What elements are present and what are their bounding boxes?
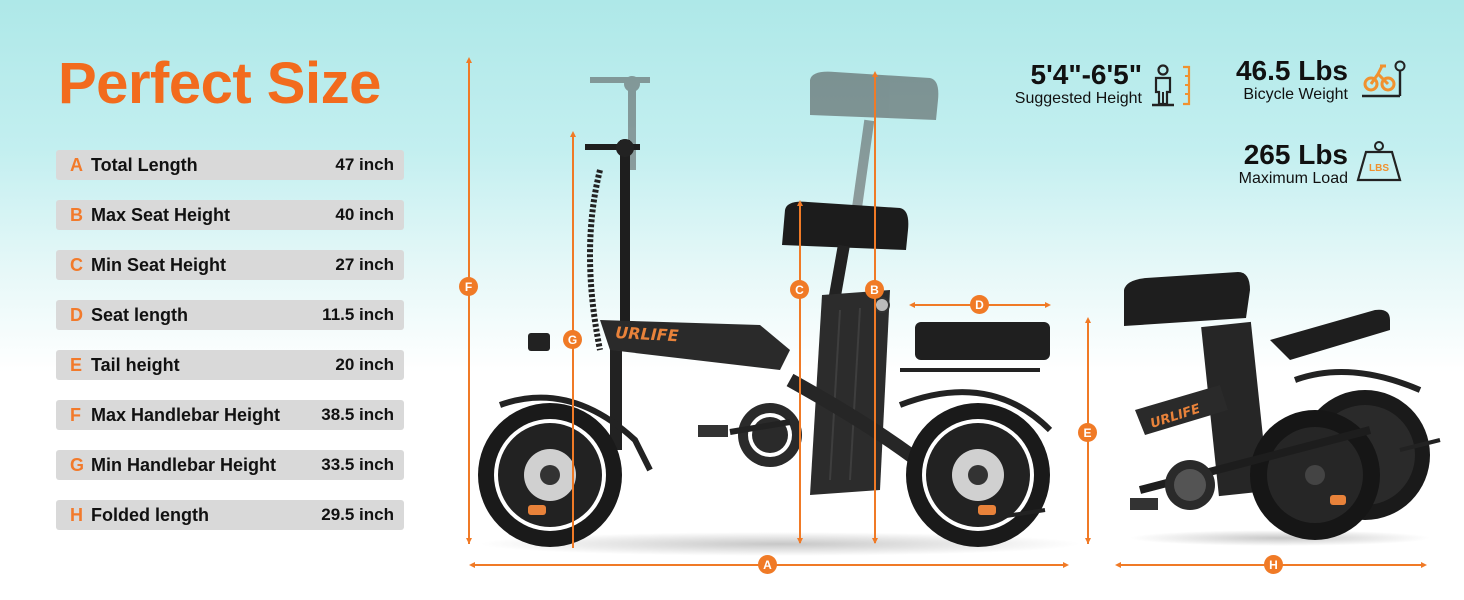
- arrow-right-icon: [1045, 302, 1051, 308]
- stat-caption: Bicycle Weight: [1243, 86, 1348, 103]
- spec-value: 47 inch: [335, 155, 394, 174]
- dimension-line-c: [799, 205, 801, 543]
- dimension-line-b: [874, 76, 876, 543]
- page-title: Perfect Size: [58, 51, 381, 116]
- raised-handlebar-ghost: [590, 76, 650, 170]
- arrow-left-icon: [469, 562, 475, 568]
- ebike-illustration: URLIFE: [478, 71, 1080, 556]
- arrow-down-icon: [797, 538, 803, 544]
- dimension-badge-d: D: [970, 295, 989, 314]
- stat-value: 5'4"-6'5": [1030, 59, 1142, 90]
- dimension-badge-g: G: [563, 330, 582, 349]
- spec-letter: G: [70, 454, 85, 475]
- dimension-badge-c: C: [790, 280, 809, 299]
- spec-label: Max Handlebar Height: [91, 404, 281, 425]
- spec-letter: B: [70, 204, 83, 225]
- spec-letter: C: [70, 254, 83, 275]
- dimension-badge-b: B: [865, 280, 884, 299]
- dimension-line-f: [468, 62, 470, 544]
- bike-scale-icon: [1362, 60, 1406, 98]
- arrow-right-icon: [1421, 562, 1427, 568]
- stat-caption: Suggested Height: [1014, 90, 1142, 107]
- brand-logo: URLIFE: [615, 323, 679, 345]
- dimension-badge-a: A: [758, 555, 777, 574]
- spec-label: Folded length: [91, 504, 209, 525]
- spec-letter: E: [70, 354, 83, 375]
- spec-row-min-handlebar-height: G Min Handlebar Height 33.5 inch: [56, 450, 404, 480]
- spec-label: Seat length: [91, 304, 189, 325]
- dimension-badge-h: H: [1264, 555, 1283, 574]
- spec-row-tail-height: E Tail height 20 inch: [56, 350, 404, 380]
- arrow-left-icon: [909, 302, 915, 308]
- arrow-down-icon: [1085, 538, 1091, 544]
- spec-label: Max Seat Height: [91, 204, 231, 225]
- person-height-icon: [1152, 64, 1191, 107]
- spec-label: Min Seat Height: [91, 254, 227, 275]
- stat-bicycle-weight: 46.5 Lbs Bicycle Weight: [1236, 56, 1348, 104]
- spec-label: Min Handlebar Height: [91, 454, 277, 475]
- spec-label: Total Length: [91, 154, 198, 175]
- spec-value: 20 inch: [335, 355, 394, 374]
- arrow-left-icon: [1115, 562, 1121, 568]
- spec-label: Tail height: [91, 354, 180, 375]
- dimension-badge-e: E: [1078, 423, 1097, 442]
- spec-letter: A: [70, 154, 83, 175]
- weight-icon-text: LBS: [1369, 163, 1389, 174]
- spec-list: A Total Length 47 inch B Max Seat Height…: [56, 150, 404, 550]
- arrow-up-icon: [797, 200, 803, 206]
- stat-value: 265 Lbs: [1243, 139, 1348, 170]
- arrow-down-icon: [466, 538, 472, 544]
- spec-value: 33.5 inch: [321, 455, 394, 474]
- arrow-up-icon: [466, 57, 472, 63]
- dimension-badge-f: F: [459, 277, 478, 296]
- stat-caption: Maximum Load: [1238, 170, 1348, 187]
- arrow-down-icon: [872, 538, 878, 544]
- spec-row-seat-length: D Seat length 11.5 inch: [56, 300, 404, 330]
- spec-value: 11.5 inch: [322, 305, 394, 324]
- arrow-up-icon: [570, 131, 576, 137]
- arrow-up-icon: [872, 71, 878, 77]
- spec-letter: H: [70, 504, 83, 525]
- spec-row-max-handlebar-height: F Max Handlebar Height 38.5 inch: [56, 400, 404, 430]
- arrow-right-icon: [1063, 562, 1069, 568]
- folded-ebike-illustration: URLIFE: [1124, 272, 1441, 546]
- stat-maximum-load: 265 Lbs Maximum Load: [1239, 140, 1348, 188]
- spec-value: 29.5 inch: [321, 505, 394, 524]
- stat-suggested-height: 5'4"-6'5" Suggested Height: [1015, 60, 1142, 108]
- spec-row-folded-length: H Folded length 29.5 inch: [56, 500, 404, 530]
- spec-value: 27 inch: [335, 255, 394, 274]
- spec-letter: F: [70, 404, 81, 425]
- spec-row-total-length: A Total Length 47 inch: [56, 150, 404, 180]
- weight-lbs-icon: LBS: [1356, 141, 1402, 182]
- spec-letter: D: [70, 304, 83, 325]
- arrow-up-icon: [1085, 317, 1091, 323]
- spec-row-min-seat-height: C Min Seat Height 27 inch: [56, 250, 404, 280]
- spec-value: 38.5 inch: [321, 405, 394, 424]
- spec-value: 40 inch: [335, 205, 394, 224]
- spec-row-max-seat-height: B Max Seat Height 40 inch: [56, 200, 404, 230]
- stat-value: 46.5 Lbs: [1235, 55, 1348, 86]
